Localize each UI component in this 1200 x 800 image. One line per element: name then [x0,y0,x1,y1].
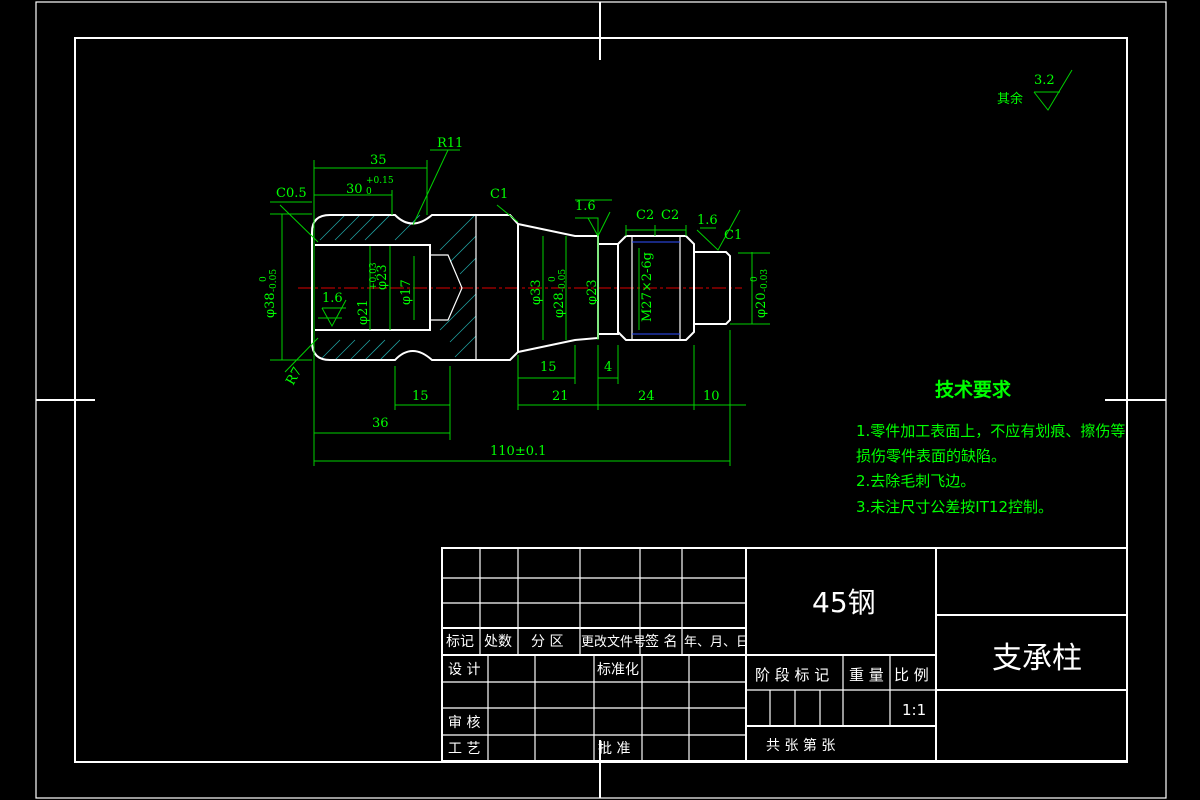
dim-phi28-tol-lower: -0.05 [558,269,568,292]
tb-review: 审 核 [448,715,480,731]
dim-phi38-tol-lower: -0.05 [269,269,279,292]
tb-standardize: 标准化 [597,662,639,678]
tb-scale-label: 比 例 [894,666,929,684]
tb-approve: 批 准 [598,741,630,757]
dim-21: 21 [552,389,569,404]
dim-overall: 110±0.1 [490,444,546,459]
tech-item-1: 1.零件加工表面上，不应有划痕、擦伤等 [856,422,1125,440]
dim-phi38: φ38 [263,292,278,318]
dim-phi23-tol: +0.03 [369,262,379,290]
dim-36: 36 [372,416,389,431]
tech-requirements: 技术要求 1.零件加工表面上，不应有划痕、擦伤等 损伤零件表面的缺陷。 2.去除… [856,378,1125,516]
dim-thread: M27×2-6g [640,252,655,322]
tb-stage-mark: 阶 段 标 记 [755,666,829,684]
roughness-other-label: 其余 [997,91,1023,107]
title-block: 标记 处数 分 区 更改文件号 签 名 年、月、日 设 计 标准化 审 核 工 … [441,547,1128,762]
dim-phi21: φ21 [356,299,371,325]
dim-r11: R11 [437,136,463,151]
dim-phi20: φ20 [754,292,769,318]
dim-c1-b: C1 [724,228,742,243]
tb-design: 设 计 [448,662,480,678]
dim-30-tol-lower: 0 [366,187,372,197]
dim-phi23-a: φ23 [375,264,390,290]
tech-item-3: 3.未注尺寸公差按IT12控制。 [856,498,1053,516]
dim-c1-a: C1 [490,187,508,202]
tb-header-sign: 签 名 [645,633,677,650]
dimension-texts: 35 30 +0.15 0 R11 C0.5 C1 C1 C2 C2 1.6 1… [259,73,1055,459]
tb-header-mark: 标记 [446,634,474,650]
tb-header-date: 年、月、日 [684,635,749,650]
dim-phi17: φ17 [399,279,414,305]
part-view [298,213,742,361]
dim-phi23-b: φ23 [585,279,600,305]
dim-phi20-tol-upper: 0 [750,276,760,282]
roughness-1-6-a: 1.6 [575,199,596,214]
dim-4: 4 [604,360,612,375]
roughness-1-6-b: 1.6 [697,213,718,228]
dim-phi20-tol-lower: -0.03 [760,269,770,292]
tb-material: 45钢 [812,586,876,619]
dim-35: 35 [370,153,387,168]
tb-sheets: 共 张 第 张 [766,737,835,754]
dim-30-tol-upper: +0.15 [366,176,394,186]
dim-phi28-tol-upper: 0 [548,276,558,282]
dim-15-b: 15 [540,360,557,375]
dim-c05: C0.5 [276,186,307,201]
tech-title: 技术要求 [935,378,1012,401]
tb-header-docno: 更改文件号 [581,635,646,650]
tech-item-2: 2.去除毛刺飞边。 [856,472,975,490]
dim-10: 10 [703,389,720,404]
dim-phi28: φ28 [552,292,567,318]
tech-item-1-cont: 损伤零件表面的缺陷。 [856,447,1006,465]
tb-part-name: 支承柱 [992,641,1082,676]
dim-c2-b: C2 [661,208,679,223]
tb-header-zone: 分 区 [531,634,563,650]
dim-15-a: 15 [412,389,429,404]
tb-process: 工 艺 [448,741,480,757]
dim-c2-a: C2 [636,208,654,223]
dimension-lines [270,69,1073,466]
tb-header-count: 处数 [484,634,512,650]
dim-24: 24 [638,389,655,404]
dim-r7: R7 [283,365,305,388]
dim-phi38-tol-upper: 0 [259,276,269,282]
roughness-1-6-c: 1.6 [322,291,343,306]
tb-scale: 1:1 [902,701,926,719]
section-hatch [319,213,477,361]
roughness-3-2: 3.2 [1034,73,1055,88]
dim-phi33: φ33 [529,279,544,305]
dim-30: 30 [346,182,363,197]
tb-weight: 重 量 [849,666,884,684]
